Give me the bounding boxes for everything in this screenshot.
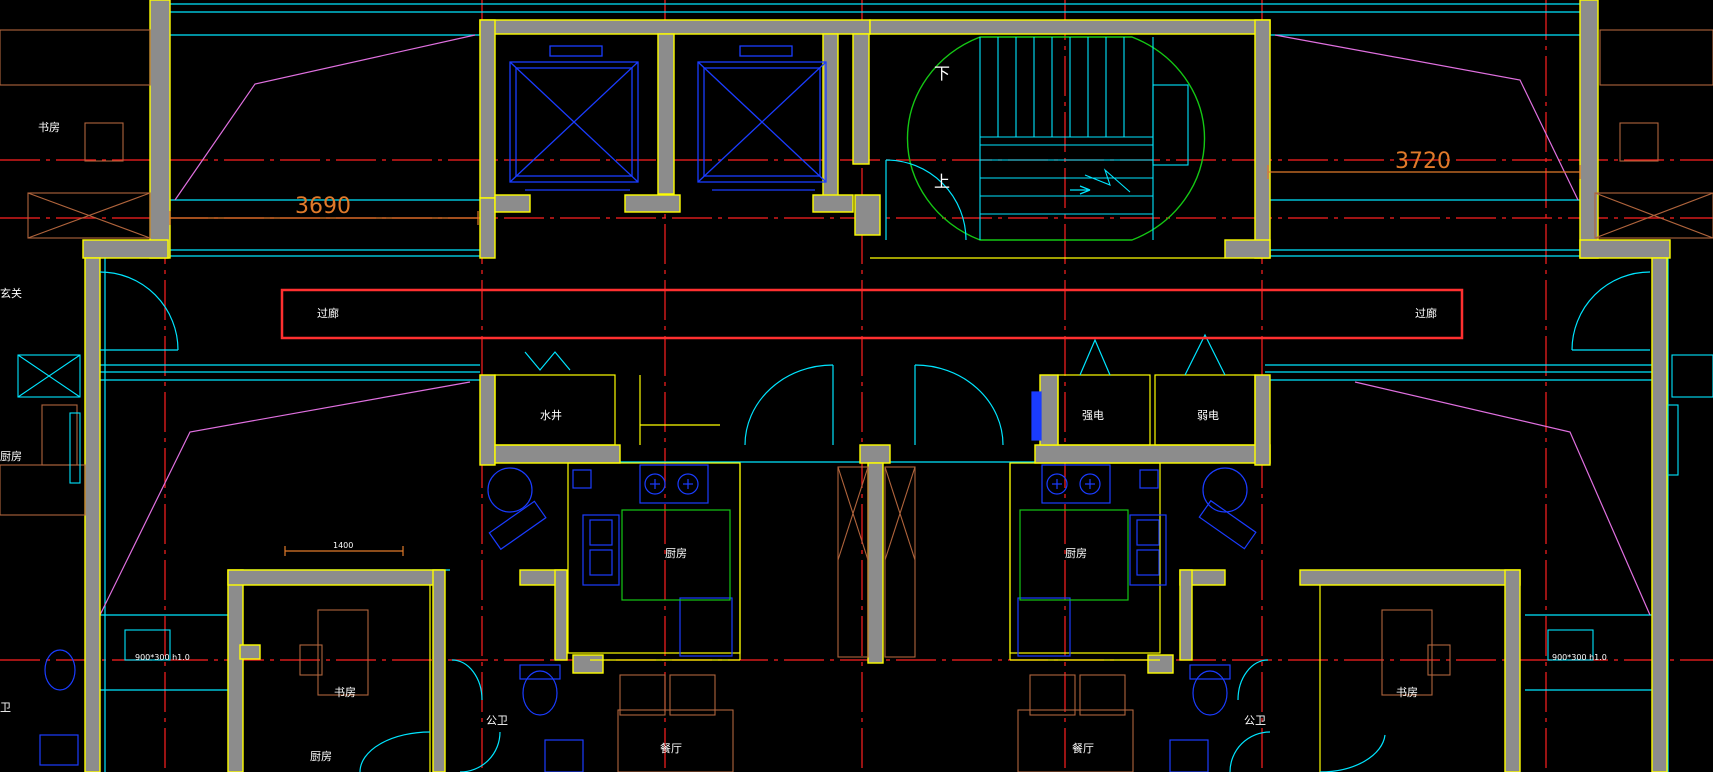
elevator-right [697,45,827,191]
dimension-lines [169,165,1581,556]
dimension-left-span: 3690 [295,194,351,219]
dining-label-left: 餐厅 [660,741,682,755]
labels: 过廊 过廊 水井 强电 弱电 厨房 厨房 书房 书房 书房 公卫 公卫 餐厅 餐… [0,64,1607,763]
stair-up-label: 上 [934,172,950,191]
corridor-highlight-frame[interactable] [280,288,1464,340]
window-blocks [17,354,1713,661]
weak-power-label: 弱电 [1197,409,1219,422]
study-label-center-left: 书房 [334,686,356,699]
window-tag-right: 900*300 h1.0 [1552,653,1607,662]
kitchen-label-right: 厨房 [1065,547,1087,560]
corridor-label-left: 过廊 [317,306,339,320]
stair-down-label: 下 [934,64,950,83]
stairs [885,36,1206,241]
furniture [0,29,1713,772]
study-label-top-left: 书房 [38,121,60,134]
window-tag-left: 900*300 h1.0 [135,653,190,662]
bath-label-right: 公卫 [1244,714,1266,727]
slab-edge-lines [99,34,1651,616]
elevator-left [509,45,639,191]
kitchen-fixtures [39,391,1257,772]
kitchen-islands [621,509,1129,601]
bath-label-left: 公卫 [486,714,508,727]
partitions [429,257,1321,772]
study-label-center-right: 书房 [1396,686,1418,699]
strong-power-label: 强电 [1082,409,1104,422]
water-shaft-label: 水井 [540,408,562,422]
corridor-label-right: 过廊 [1415,306,1437,320]
edge-label-1: 玄关 [0,286,22,300]
kitchen-label-left: 厨房 [665,547,687,560]
dimension-small-span: 1400 [333,541,353,550]
dimension-right-span: 3720 [1395,149,1451,174]
dining-label-right: 餐厅 [1072,741,1094,755]
edge-label-3: 卫 [0,701,11,714]
edge-label-2: 厨房 [0,450,22,463]
doors [99,271,1651,772]
kitchen-label-bottom-left: 厨房 [310,750,332,763]
